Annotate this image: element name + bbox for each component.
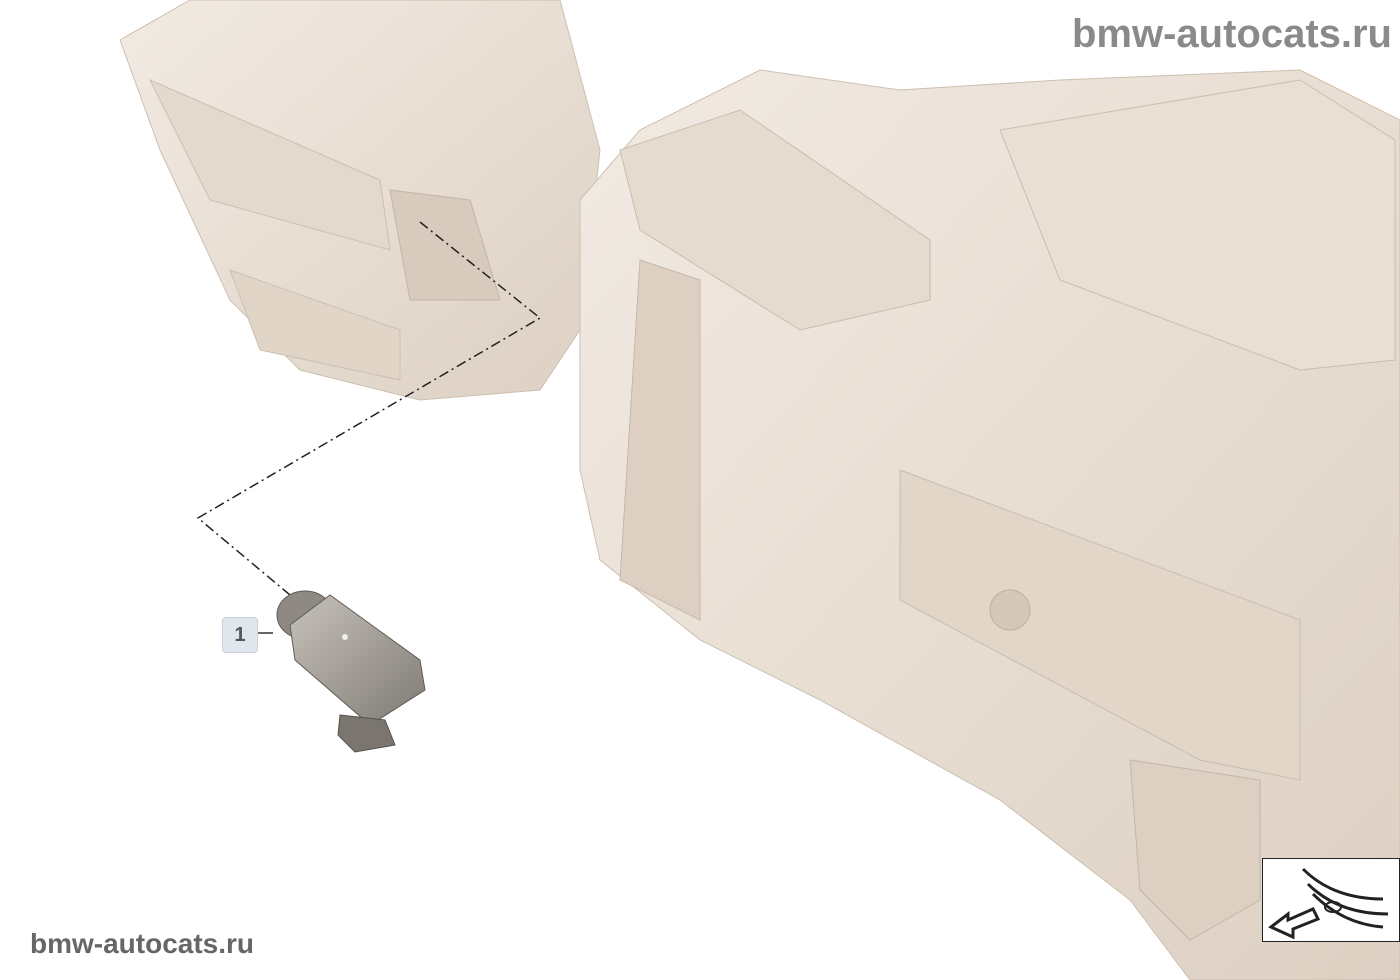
part-1-sensor[interactable] [276, 590, 426, 753]
watermark-top: bmw-autocats.ru [1071, 12, 1392, 56]
car-front-arrow-icon [1262, 858, 1400, 942]
callout-part-1[interactable]: 1 [222, 617, 258, 653]
watermark-bottom: bmw-autocats.ru [30, 928, 255, 959]
